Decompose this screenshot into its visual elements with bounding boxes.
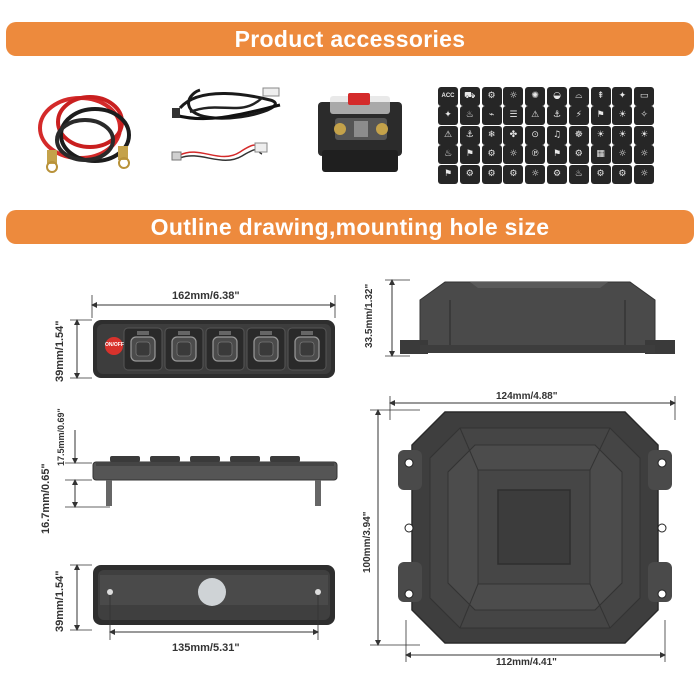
switch-indicator [178, 331, 190, 335]
switch-indicator [219, 331, 231, 335]
switch-symbol-icon: ⚙ [481, 164, 502, 184]
switch-button-inner [135, 341, 151, 357]
switch-symbol-icon: ❄ [481, 125, 502, 145]
switch-symbol-icon: ☼ [525, 164, 546, 184]
switch-symbol-icon: ⚙ [568, 145, 589, 165]
side-height-label: 16.7mm/0.65" [40, 463, 52, 534]
switch-symbol-icon: ♨ [568, 164, 589, 184]
switch-symbol-icon: ⚑ [590, 106, 611, 126]
switch-symbol-icon: ⚙ [503, 164, 524, 184]
switch-symbol-icon: ☸ [568, 125, 589, 145]
switch-symbol-icon: ✤ [503, 125, 524, 145]
switch-symbol-icon: ⚙ [590, 164, 611, 184]
switch-symbol-icon: ⚑ [459, 145, 480, 165]
switch-symbol-icon: ▭ [634, 87, 655, 106]
switch-symbol-icon: ⌓ [568, 87, 589, 106]
switch-symbol-icon: ⚙ [481, 145, 502, 165]
switch-panel-back-view [70, 564, 335, 640]
switch-button-inner [176, 341, 192, 357]
switch-symbol-icon: ☰ [503, 106, 524, 126]
switch-symbol-icon: ⚙ [547, 164, 567, 184]
switch-symbol-icon: ☼ [634, 145, 655, 165]
box-top-width-label: 124mm/4.88" [496, 391, 558, 402]
switch-symbol-icon: ⌁ [481, 106, 502, 126]
wiring-harness-image [171, 87, 281, 161]
power-cables-image [38, 95, 131, 173]
switch-symbol-icon: ⚠ [438, 125, 458, 145]
switch-symbol-icon: ⚙ [612, 164, 633, 184]
switch-symbol-icon: ☀ [612, 125, 633, 145]
switch-symbol-icon: ⚠ [525, 106, 546, 126]
switch-symbol-icon: ☀ [590, 125, 611, 145]
box-height-label: 33.5mm/1.32" [364, 283, 375, 348]
panel-width-label: 162mm/6.38" [172, 290, 240, 302]
switch-indicator [260, 331, 272, 335]
switch-indicator [301, 331, 313, 335]
switch-button-inner [217, 341, 233, 357]
side-thread-label: 17.5mm/0.69" [56, 408, 66, 466]
switch-icon-sticker-sheet: ACC⛟⚙☼✺◒⌓⇞✦▭✦♨⌁☰⚠⚓⚡⚑☀✧⚠⚓❄✤⊙♫☸☀☀☀♨⚑⚙☼℗⚑⚙▦… [438, 87, 656, 184]
switch-symbol-icon: ⚑ [438, 164, 458, 184]
switch-symbol-icon: ⚓ [459, 125, 480, 145]
switch-symbol-icon: ⊙ [525, 125, 546, 145]
box-depth-label: 100mm/3.94" [362, 511, 373, 573]
switch-symbol-icon: ⚑ [547, 145, 567, 165]
switch-symbol-icon: ✧ [634, 106, 655, 126]
switch-panel-side-view [65, 430, 338, 508]
switch-panel-front-view [70, 295, 336, 379]
switch-indicator [137, 331, 149, 335]
switch-symbol-icon: ☼ [634, 164, 655, 184]
switch-symbol-icon: ☀ [612, 106, 633, 126]
switch-symbol-icon: ⇞ [590, 87, 611, 106]
circuit-breaker-image [318, 93, 402, 172]
switch-symbol-icon: ⚡ [568, 106, 589, 126]
switch-symbol-icon: ℗ [525, 145, 546, 165]
switch-symbol-icon: ⚓ [547, 106, 567, 126]
switch-symbol-icon: ◒ [547, 87, 567, 106]
switch-symbol-icon: ✦ [612, 87, 633, 106]
switch-symbol-icon: ⚙ [459, 164, 480, 184]
panel-height-label: 39mm/1.54" [54, 320, 66, 382]
switch-symbol-icon: ☀ [634, 125, 655, 145]
box-bottom-width-label: 112mm/4.41" [496, 657, 557, 668]
control-box-top-view [370, 396, 676, 662]
switch-symbol-icon: ▦ [590, 145, 611, 165]
back-hole-spacing-label: 135mm/5.31" [172, 642, 240, 654]
switch-symbol-icon: ✺ [525, 87, 546, 106]
switch-symbol-icon: ⛟ [459, 87, 480, 106]
switch-symbol-icon: ♨ [438, 145, 458, 165]
acc-icon: ACC [438, 87, 458, 106]
switch-symbol-icon: ☼ [612, 145, 633, 165]
switch-button-inner [299, 341, 315, 357]
switch-symbol-icon: ♫ [547, 125, 567, 145]
switch-symbol-icon: ⚙ [481, 87, 502, 106]
switch-symbol-icon: ☼ [503, 145, 524, 165]
switch-symbol-icon: ☼ [503, 87, 524, 106]
switch-symbol-icon: ✦ [438, 106, 458, 126]
product-accessories-banner: Product accessories [6, 22, 694, 56]
on-off-button-label: ON/OFF [105, 342, 124, 348]
switch-symbol-icon: ♨ [459, 106, 480, 126]
control-box-side-view [385, 279, 675, 357]
switch-button-inner [258, 341, 274, 357]
back-height-label: 39mm/1.54" [54, 570, 66, 632]
outline-drawing-banner: Outline drawing,mounting hole size [6, 210, 694, 244]
